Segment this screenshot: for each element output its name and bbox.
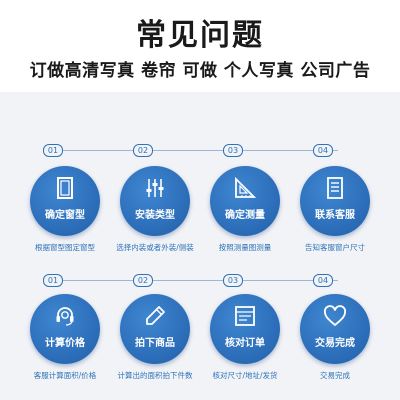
- step-caption: 客服计算面积/价格: [33, 371, 97, 380]
- sliders-icon: [146, 179, 164, 197]
- step-number: 01: [43, 144, 63, 157]
- step-number: 03: [223, 274, 243, 287]
- faq-panel: 01 确定窗型 根据窗型图定窗型 02 安装类型 选择内装或者外装/侧装 0: [0, 92, 400, 400]
- step-caption: 交易完成: [320, 371, 350, 380]
- step-connector: [62, 280, 338, 281]
- step-number: 03: [223, 144, 243, 157]
- step-label: 计算价格: [45, 338, 85, 349]
- step-caption: 按照测量图测量: [218, 243, 272, 252]
- step-label: 拍下商品: [135, 338, 175, 349]
- step-number: 01: [43, 274, 63, 287]
- step-number: 02: [133, 274, 153, 287]
- document-list-icon: [327, 177, 343, 199]
- step-circle: 拍下商品: [120, 294, 190, 364]
- step-caption: 告知客服窗户尺寸: [305, 243, 365, 252]
- header: 常见问题 订做高清写真 卷帘 可做 个人写真 公司广告: [0, 0, 400, 92]
- step-number: 02: [133, 144, 153, 157]
- page-subtitle: 订做高清写真 卷帘 可做 个人写真 公司广告: [29, 61, 371, 81]
- step-circle: 交易完成: [300, 294, 370, 364]
- step-label: 核对订单: [225, 338, 265, 349]
- heart-icon: [323, 305, 347, 326]
- headset-icon: [56, 307, 74, 326]
- step-circle: 确定测量: [210, 166, 280, 236]
- triangle-ruler-icon: [235, 176, 257, 198]
- step-connector: [62, 150, 338, 151]
- step-label: 交易完成: [315, 338, 355, 349]
- step-number: 04: [313, 144, 333, 157]
- order-form-icon: [235, 306, 255, 326]
- step-caption: 核对尺寸/地址/发货: [212, 371, 278, 380]
- step-circle: 核对订单: [210, 294, 280, 364]
- step-circle: 确定窗型: [30, 166, 100, 236]
- step-label: 确定窗型: [45, 210, 85, 221]
- step-caption: 根据窗型图定窗型: [35, 243, 95, 252]
- step-circle: 联系客服: [300, 166, 370, 236]
- step-label: 安装类型: [135, 210, 175, 221]
- step-label: 联系客服: [315, 210, 355, 221]
- pencil-icon: [146, 306, 165, 325]
- step-number: 04: [313, 274, 333, 287]
- page-title: 常见问题: [136, 18, 264, 53]
- step-caption: 选择内装或者外装/侧装: [116, 243, 194, 252]
- window-frame-icon: [57, 177, 73, 199]
- step-label: 确定测量: [225, 210, 265, 221]
- step-caption: 计算出的面积拍下件数: [117, 371, 193, 380]
- step-circle: 计算价格: [30, 294, 100, 364]
- step-circle: 安装类型: [120, 166, 190, 236]
